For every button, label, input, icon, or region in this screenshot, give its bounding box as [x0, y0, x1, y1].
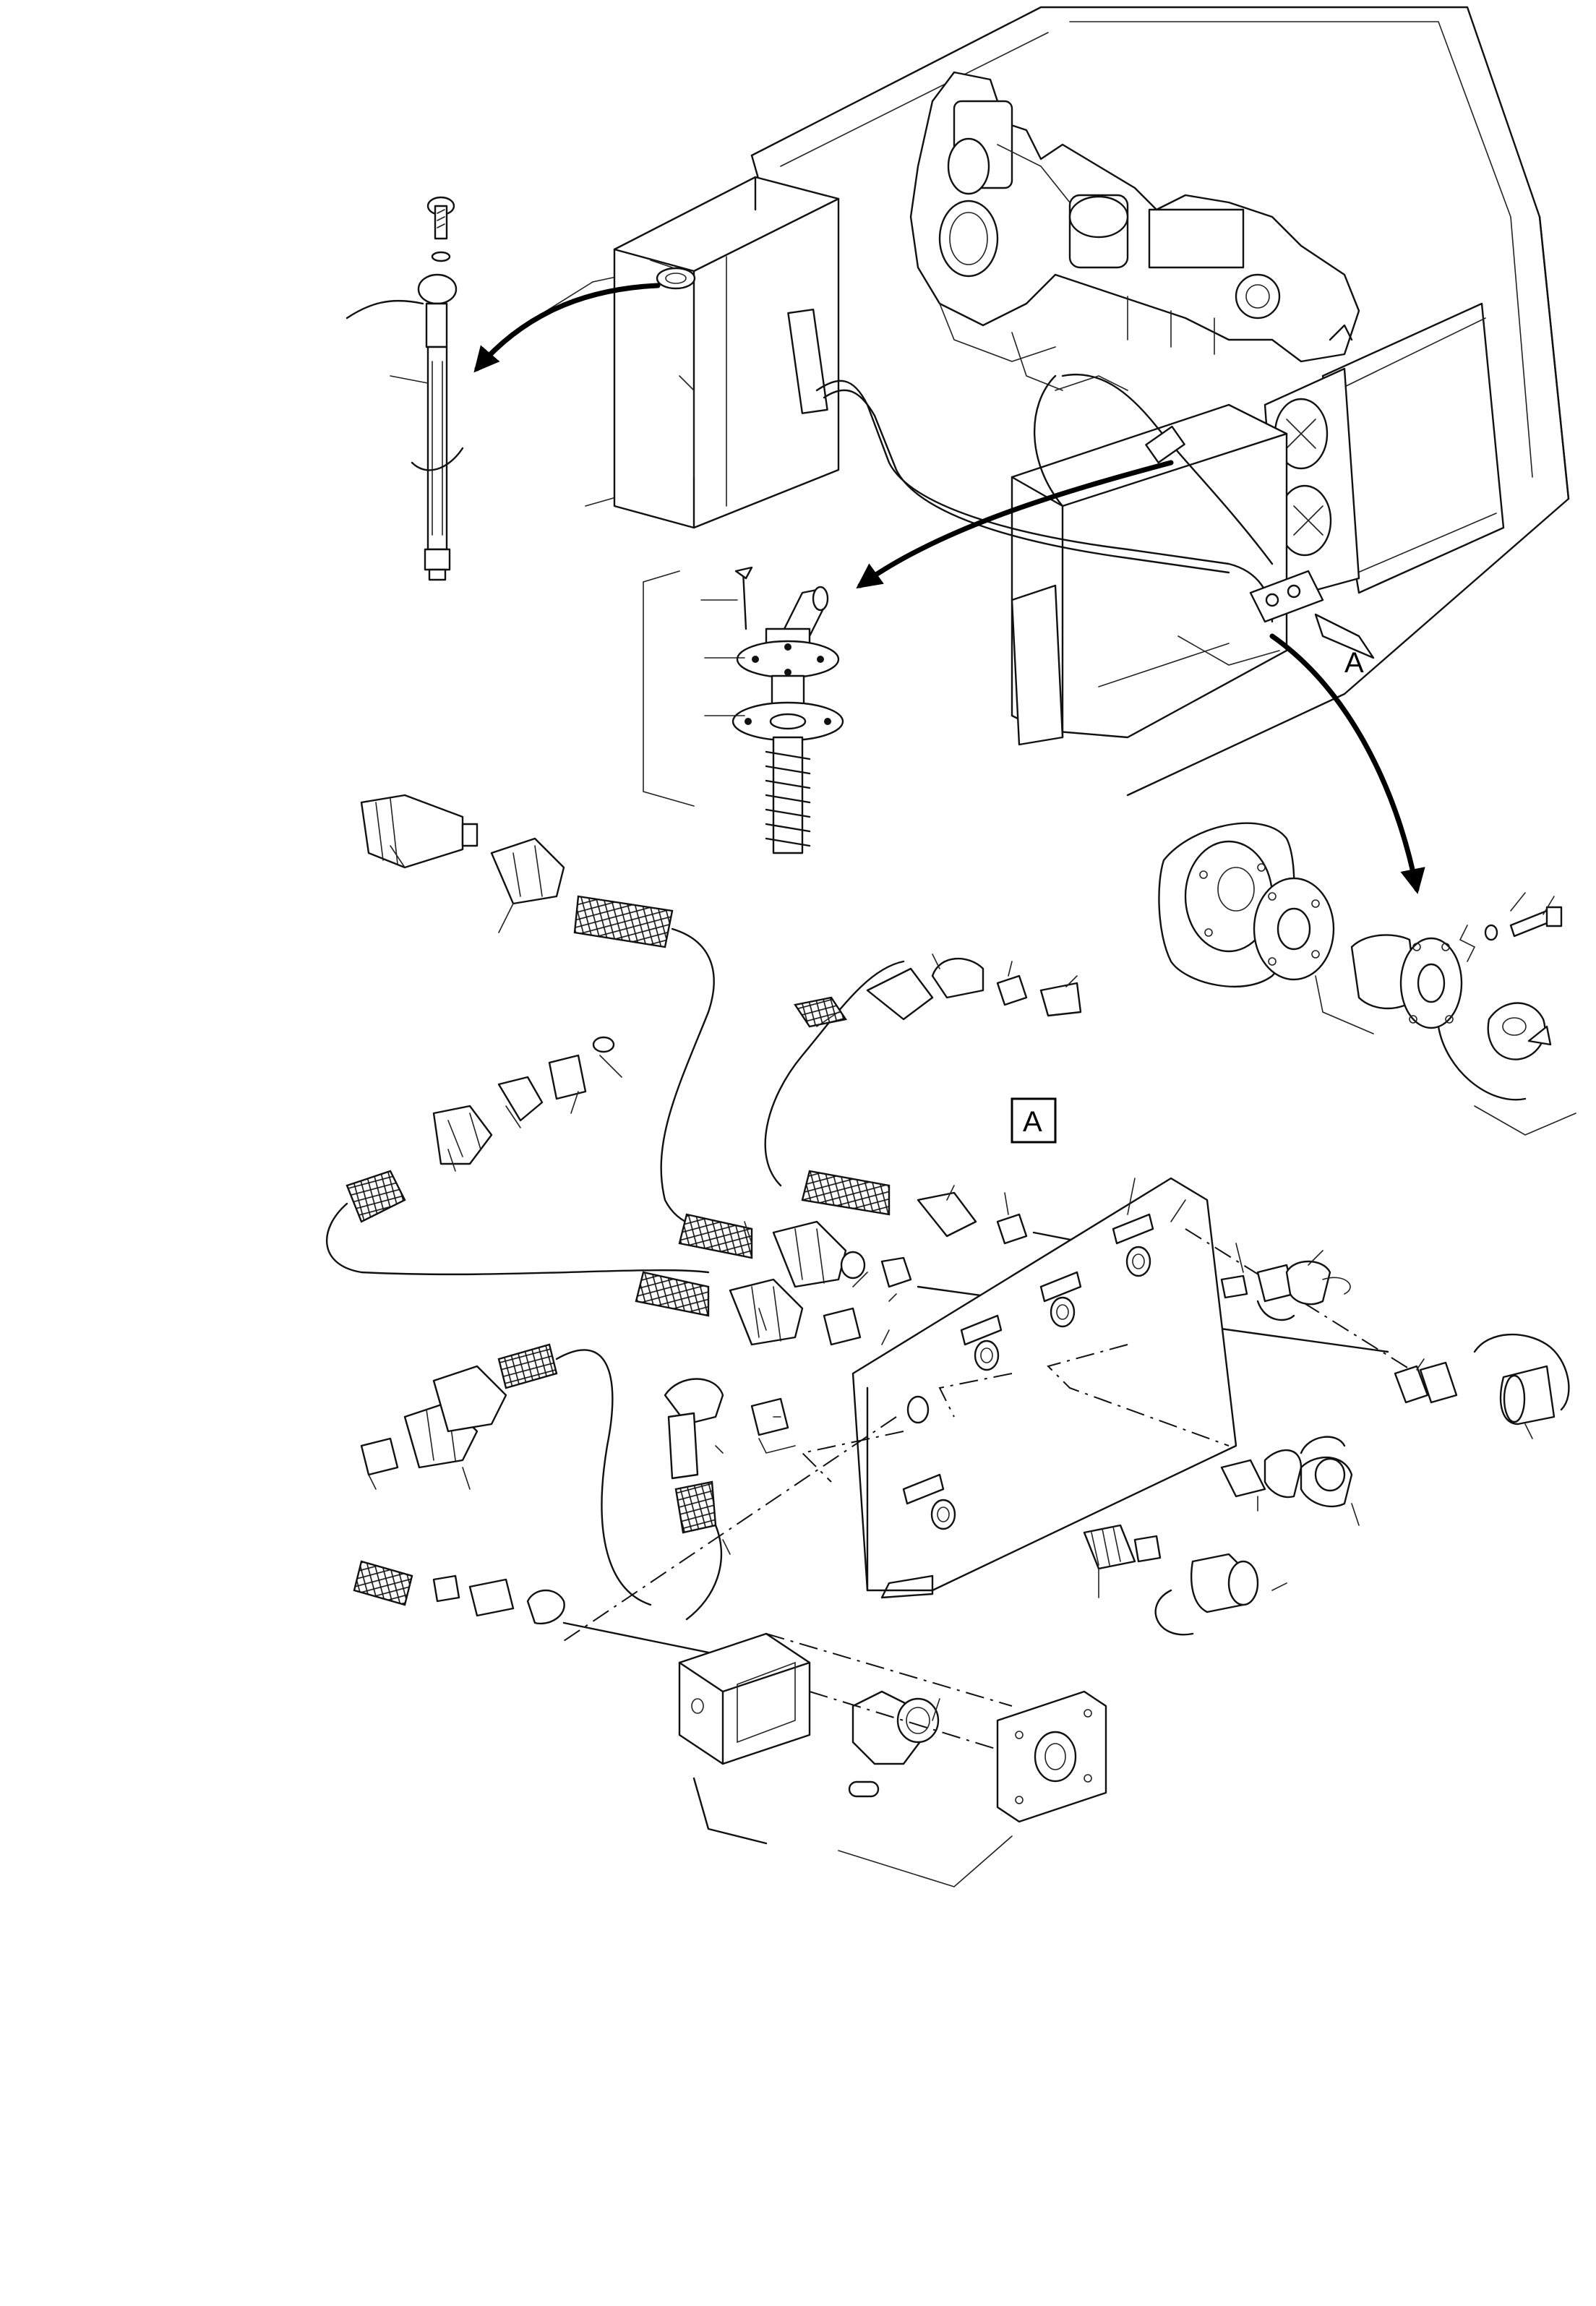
engine-pipe-run	[815, 373, 1324, 666]
machine-hood	[534, 6, 1570, 797]
breather-detail	[643, 566, 844, 854]
view-direction-letter: A	[1344, 647, 1364, 679]
electrical-socket-box	[678, 1632, 1107, 1887]
part-leader-lines	[368, 845, 1533, 1721]
access-cover-detail	[1158, 822, 1576, 1136]
quick-couplers	[1083, 1260, 1570, 1636]
access-cover-arrow	[1269, 633, 1425, 894]
hose-assemblies	[325, 794, 1389, 1657]
view-direction-arrow: A	[1314, 613, 1375, 679]
lower-frame	[1011, 403, 1288, 746]
view-a-letter: A	[1023, 1106, 1042, 1138]
tank-sender-arrow	[473, 283, 661, 373]
radiator	[1264, 302, 1505, 601]
engine-block	[909, 71, 1360, 391]
breather-arrow	[856, 460, 1174, 589]
view-a-callout: A	[1011, 1097, 1057, 1144]
tank-level-sender-detail	[346, 196, 464, 581]
tank-filler-cap	[656, 267, 696, 290]
hydraulic-tank	[613, 176, 840, 529]
coupler-bracket-plate	[563, 1177, 1417, 1642]
